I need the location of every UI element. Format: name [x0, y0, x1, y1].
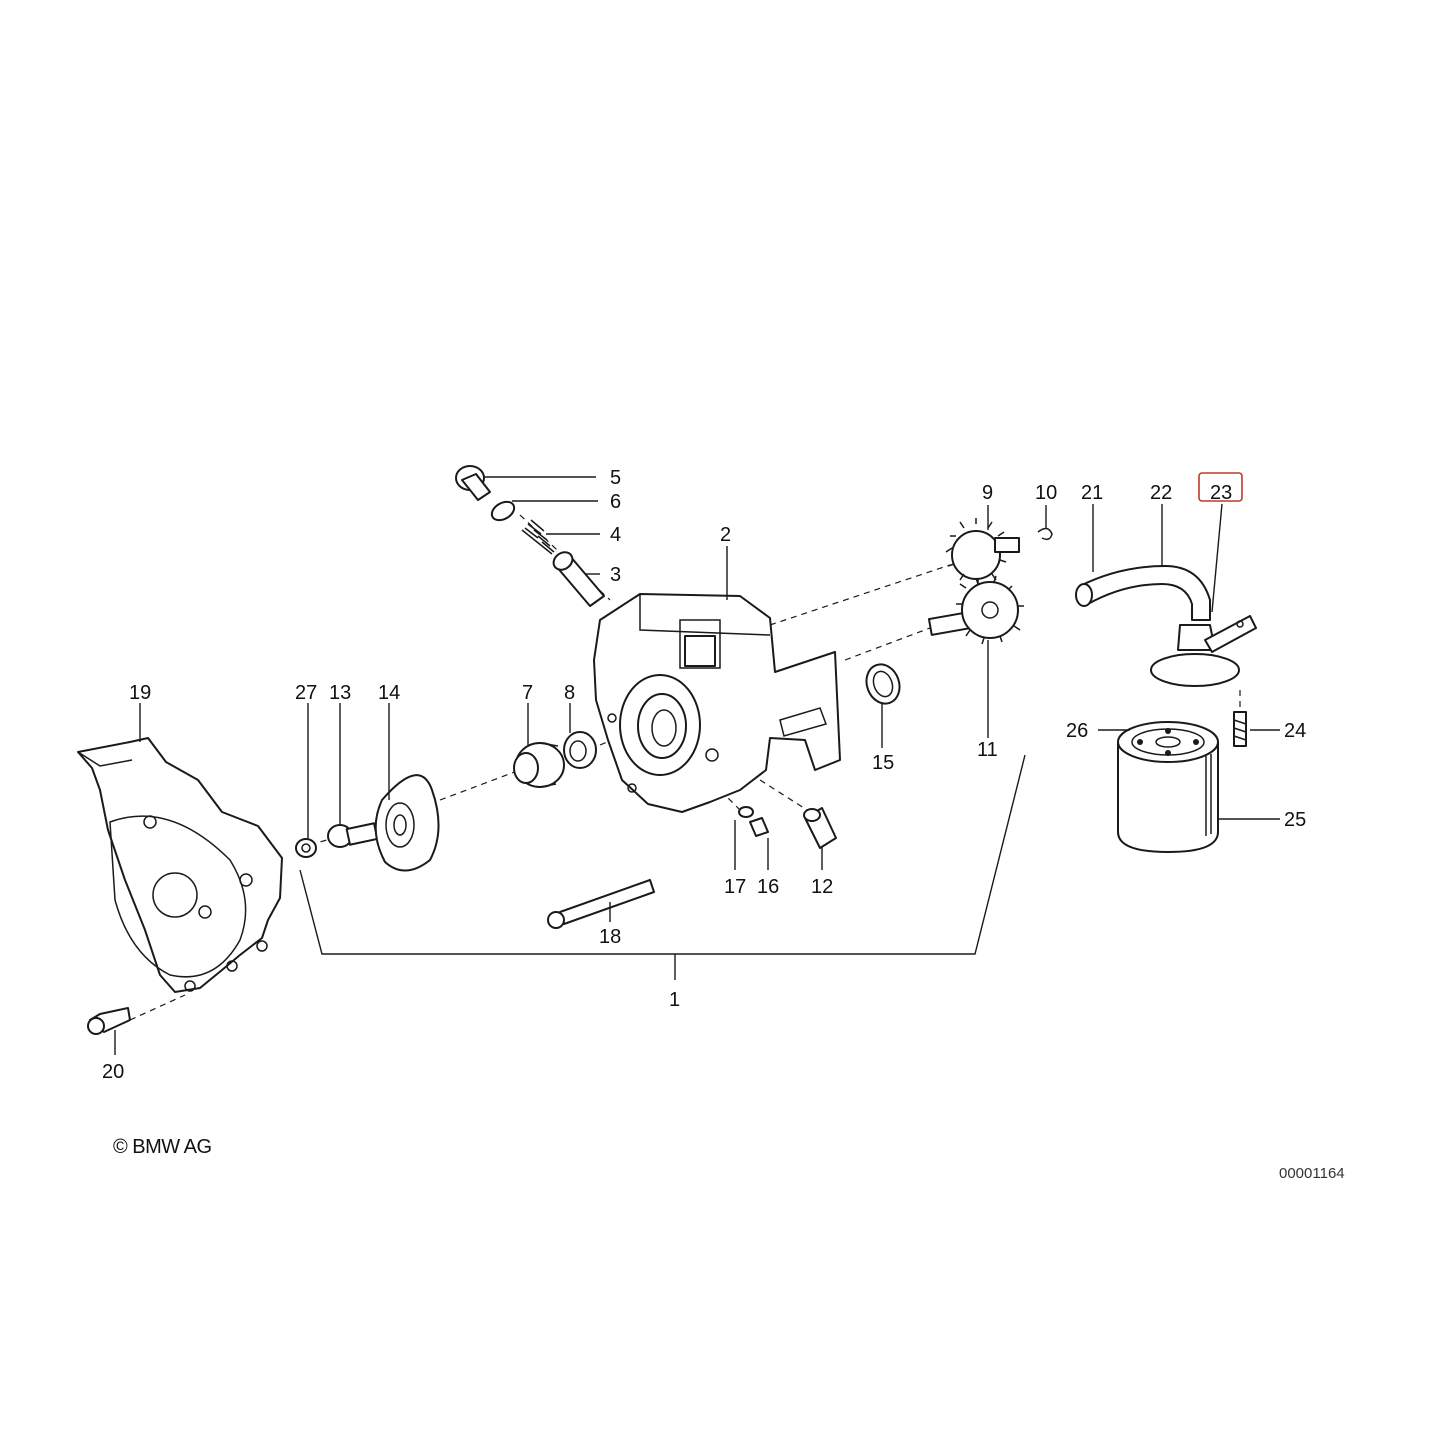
label-21: 21 — [1081, 482, 1103, 504]
label-6: 6 — [610, 491, 621, 513]
copyright-notice: © BMW AG — [113, 1136, 212, 1158]
part-stud-bolt — [327, 822, 379, 848]
document-number: 00001164 — [1279, 1165, 1345, 1182]
part-pin — [749, 817, 769, 837]
label-3: 3 — [610, 564, 621, 586]
label-20: 20 — [102, 1061, 124, 1083]
label-15: 15 — [872, 752, 894, 774]
label-16: 16 — [757, 876, 779, 898]
part-strainer — [1150, 615, 1257, 687]
part-oil-filter — [1117, 721, 1219, 853]
part-relief-piston — [552, 551, 605, 607]
part-engine-cover — [77, 737, 283, 993]
part-long-bolt — [547, 879, 655, 929]
label-17: 17 — [724, 876, 746, 898]
part-shaft-seal — [563, 731, 597, 769]
label-11: 11 — [977, 739, 998, 761]
leader-lines — [114, 476, 1280, 1055]
part-gasket-ring — [490, 500, 516, 522]
part-driven-gear — [927, 575, 1024, 645]
label-5: 5 — [610, 467, 621, 489]
part-sensor-plug — [803, 807, 837, 849]
part-cover-bolt — [87, 1007, 131, 1035]
highlight-box — [1198, 472, 1243, 502]
label-26: 26 — [1066, 720, 1088, 742]
label-9: 9 — [982, 482, 993, 504]
label-27: 27 — [295, 682, 317, 704]
part-pressure-spring — [521, 519, 555, 555]
part-intake-pipe — [1075, 565, 1211, 621]
part-drive-gear — [945, 518, 1020, 585]
label-13: 13 — [329, 682, 351, 704]
label-22: 22 — [1150, 482, 1172, 504]
part-screw-plug — [455, 465, 491, 501]
label-25: 25 — [1284, 809, 1306, 831]
part-circlip — [1037, 527, 1053, 541]
part-small-nut — [295, 838, 317, 858]
label-12: 12 — [811, 876, 833, 898]
label-4: 4 — [610, 524, 621, 546]
label-1: 1 — [669, 989, 680, 1011]
callout-labels: 1 2 3 4 5 6 7 8 9 10 11 12 13 14 15 16 1… — [102, 467, 1306, 1083]
label-14: 14 — [378, 682, 400, 704]
label-7: 7 — [522, 682, 533, 704]
part-bracket-bolt — [1233, 711, 1247, 747]
label-10: 10 — [1035, 482, 1057, 504]
part-drive-flange — [374, 774, 440, 872]
part-oil-pump-housing — [593, 593, 841, 813]
label-19: 19 — [129, 682, 151, 704]
label-8: 8 — [564, 682, 575, 704]
label-24: 24 — [1284, 720, 1306, 742]
part-o-ring — [865, 663, 901, 705]
label-2: 2 — [720, 524, 731, 546]
part-washer — [738, 806, 754, 818]
label-18: 18 — [599, 926, 621, 948]
part-bearing — [513, 742, 565, 788]
label-23: 23 — [1210, 482, 1232, 504]
